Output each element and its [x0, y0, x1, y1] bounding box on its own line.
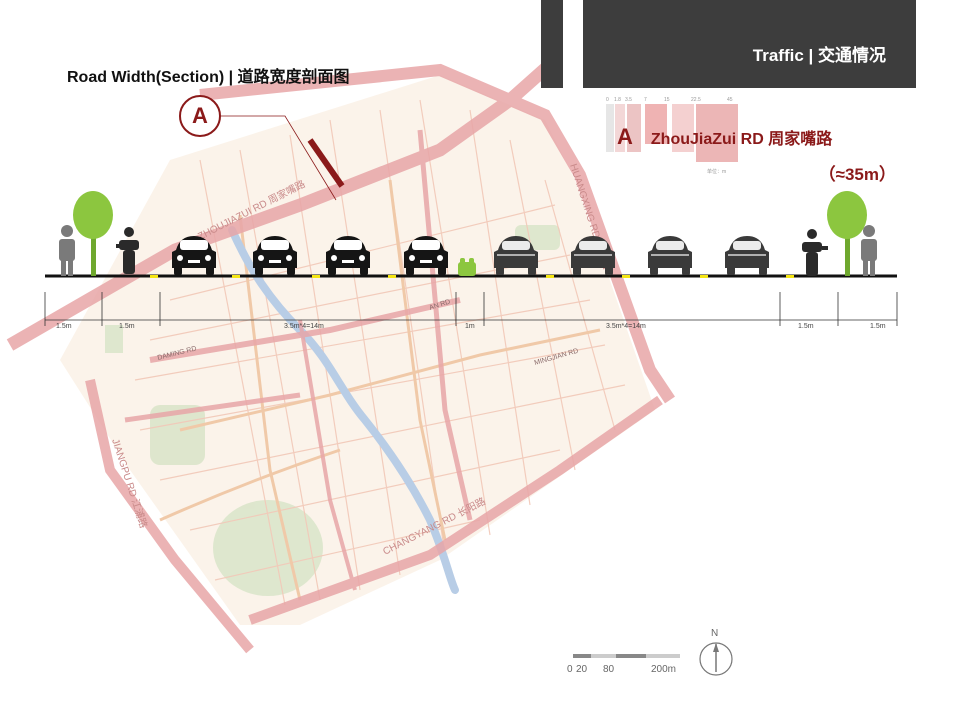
main-roads — [6, 55, 675, 654]
legend-tick-1: 1.8 — [614, 97, 621, 103]
page-title: Traffic | 交通情况 — [752, 46, 886, 65]
car-icon-7 — [648, 236, 692, 275]
road-name: ZhouJiaZui RD 周家嘴路 — [650, 131, 833, 148]
legend-tick-0: 0 — [606, 97, 609, 103]
header-accent-bar — [541, 0, 563, 88]
scale-tick-80: 80 — [603, 664, 615, 675]
road-label: A ZhouJiaZui RD 周家嘴路 — [617, 124, 832, 150]
road-width: （≈35m） — [818, 165, 896, 184]
lane-markings — [150, 275, 794, 278]
motorbike-icon-left — [116, 227, 139, 274]
scale-tick-20: 20 — [576, 664, 588, 675]
car-icon-8 — [725, 236, 769, 275]
scale-tick-0: 0 — [567, 664, 573, 675]
tree-icon-right — [827, 191, 867, 276]
legend-tick-3: 7 — [644, 97, 647, 103]
tree-icon-left — [73, 191, 113, 276]
car-icon-3 — [326, 236, 370, 275]
section-marker-badge: A — [179, 95, 221, 137]
dim-sidewalk-left-2: 1.5m — [119, 323, 135, 330]
legend-tick-4: 15 — [664, 97, 670, 103]
dim-sidewalk-left-1: 1.5m — [56, 323, 72, 330]
motorbike-icon-right — [802, 229, 828, 276]
north-arrow-icon: N — [699, 628, 733, 676]
scale-bar: 0 20 80 200m — [567, 654, 680, 675]
header-bar: Traffic | 交通情况 — [583, 0, 916, 88]
map-base — [60, 75, 655, 625]
green-areas — [105, 225, 560, 596]
legend-tick-6: 45 — [727, 97, 733, 103]
secondary-roads — [159, 179, 601, 601]
legend-tick-2: 3.5 — [625, 97, 632, 103]
legend-tick-5: 22.5 — [691, 97, 701, 103]
car-icon-4 — [404, 236, 448, 275]
dim-median: 1m — [465, 323, 475, 330]
scale-tick-200: 200m — [651, 664, 676, 675]
dim-lanes-left: 3.5m*4=14m — [284, 323, 324, 330]
pedestrian-icon-right — [861, 225, 877, 276]
dimension-lines — [44, 292, 898, 326]
car-icon-2 — [253, 236, 297, 275]
section-title: Road Width(Section) | 道路宽度剖面图 — [67, 69, 350, 86]
dim-lanes-right: 3.5m*4=14m — [606, 323, 646, 330]
median-shrub-icon — [458, 258, 476, 276]
marker-leader-line — [217, 115, 337, 201]
width-legend: 0 1.8 3.5 7 15 22.5 45 单位：m — [606, 97, 738, 175]
north-label: N — [711, 628, 718, 639]
dim-sidewalk-right-2: 1.5m — [870, 323, 886, 330]
river — [228, 226, 459, 594]
car-icon-1 — [172, 236, 216, 275]
dim-sidewalk-right-1: 1.5m — [798, 323, 814, 330]
section-cut-line — [307, 138, 345, 188]
car-icon-6 — [571, 236, 615, 275]
pedestrian-icon-left — [59, 225, 75, 276]
legend-unit: 单位：m — [707, 168, 726, 175]
car-icon-5 — [494, 236, 538, 275]
road-letter: A — [617, 124, 633, 149]
